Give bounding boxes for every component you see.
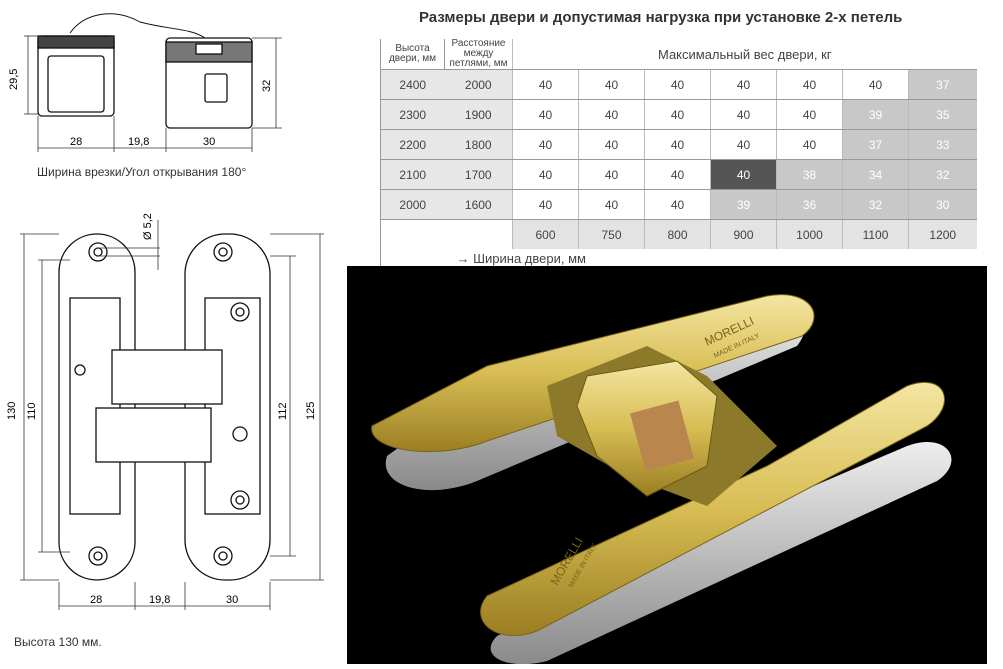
width-axis-label: → Ширина двери, мм: [456, 250, 586, 266]
cell-weight: 37: [842, 129, 909, 160]
cell-weight: 40: [578, 189, 645, 220]
cell-height: 2200: [380, 129, 445, 160]
weight-header: Максимальный вес двери, кг: [512, 39, 977, 70]
cell-weight: 33: [908, 129, 977, 160]
cell-spacing: 1800: [444, 129, 513, 160]
cell-weight: 40: [710, 159, 777, 190]
dim-130: 130: [6, 402, 18, 420]
cell-weight: 32: [908, 159, 977, 190]
cell-height: 2100: [380, 159, 445, 190]
width-cell: 800: [644, 219, 711, 249]
dim-28-bottom: 28: [90, 594, 102, 606]
cell-weight: 35: [908, 99, 977, 130]
cell-weight: 40: [644, 129, 711, 160]
table-title: Размеры двери и допустимая нагрузка при …: [419, 9, 903, 26]
load-table: Высота двери, мм Расстояние между петлям…: [380, 39, 977, 267]
cell-weight: 40: [776, 69, 843, 100]
spacing-header: Расстояние между петлями, мм: [444, 39, 513, 70]
cell-weight: 40: [512, 129, 579, 160]
main-drawing-caption: Высота 130 мм.: [14, 635, 102, 649]
cell-spacing: 1900: [444, 99, 513, 130]
dim-30-bottom: 30: [226, 594, 238, 606]
cell-weight: 40: [644, 99, 711, 130]
cell-height: 2400: [380, 69, 445, 100]
cell-weight: 34: [842, 159, 909, 190]
top-view-drawing: 29,5 32 28 19,8 30: [8, 13, 282, 152]
table-row: 2300 1900 40 40 40 40 40 39 35: [380, 99, 977, 130]
table-row: 2100 1700 40 40 40 40 38 34 32: [380, 159, 977, 190]
height-header: Высота двери, мм: [380, 39, 445, 70]
dim-hole-5-2: Ø 5,2: [142, 213, 154, 240]
dim-19-8-bottom: 19,8: [149, 594, 170, 606]
table-row: 2400 2000 40 40 40 40 40 40 37: [380, 69, 977, 100]
cell-weight: 40: [512, 99, 579, 130]
cell-weight: 40: [578, 159, 645, 190]
cell-weight: 40: [578, 129, 645, 160]
dim-125: 125: [305, 402, 317, 420]
cell-weight: 40: [776, 129, 843, 160]
cell-weight: 39: [842, 99, 909, 130]
cell-spacing: 1700: [444, 159, 513, 190]
dim-110: 110: [26, 402, 38, 420]
width-cell: 750: [578, 219, 645, 249]
dim-32: 32: [261, 80, 273, 92]
width-cell: 600: [512, 219, 579, 249]
cell-weight: 40: [710, 99, 777, 130]
cell-weight: 40: [512, 159, 579, 190]
front-view-drawing: Ø 5,2 130 110 112 125 28 19,8 30: [6, 213, 324, 610]
cell-spacing: 1600: [444, 189, 513, 220]
hinge-photo-illustration: MORELLI MADE IN ITALY MORELLI MADE IN IT…: [371, 294, 952, 665]
cell-weight: 37: [908, 69, 977, 100]
width-cell: 1000: [776, 219, 843, 249]
cell-weight: 40: [644, 189, 711, 220]
cell-weight: 38: [776, 159, 843, 190]
dim-19-8-top: 19,8: [128, 136, 149, 148]
cell-weight: 40: [644, 159, 711, 190]
cell-weight: 40: [710, 69, 777, 100]
dim-28-top: 28: [70, 136, 82, 148]
table-row: 2000 1600 40 40 40 39 36 32 30: [380, 189, 977, 220]
product-photo: MORELLI MADE IN ITALY MORELLI MADE IN IT…: [347, 266, 987, 665]
top-drawing-caption: Ширина врезки/Угол открывания 180°: [37, 165, 247, 179]
width-row: 600 750 800 900 1000 1100 1200: [380, 219, 977, 249]
dim-112: 112: [277, 402, 289, 420]
width-cell: 1200: [908, 219, 977, 249]
width-cell: 900: [710, 219, 777, 249]
cell-weight: 40: [644, 69, 711, 100]
cell-weight: 32: [842, 189, 909, 220]
cell-weight: 30: [908, 189, 977, 220]
cell-weight: 40: [710, 129, 777, 160]
cell-weight: 40: [578, 69, 645, 100]
width-cell: 1100: [842, 219, 909, 249]
cell-weight: 40: [842, 69, 909, 100]
dim-29-5: 29,5: [8, 69, 20, 90]
cell-weight: 40: [512, 189, 579, 220]
cell-weight: 39: [710, 189, 777, 220]
dim-30-top: 30: [203, 136, 215, 148]
cell-weight: 40: [776, 99, 843, 130]
cell-height: 2300: [380, 99, 445, 130]
cell-weight: 40: [578, 99, 645, 130]
cell-height: 2000: [380, 189, 445, 220]
cell-spacing: 2000: [444, 69, 513, 100]
cell-weight: 40: [512, 69, 579, 100]
cell-weight: 36: [776, 189, 843, 220]
table-row: 2200 1800 40 40 40 40 40 37 33: [380, 129, 977, 160]
